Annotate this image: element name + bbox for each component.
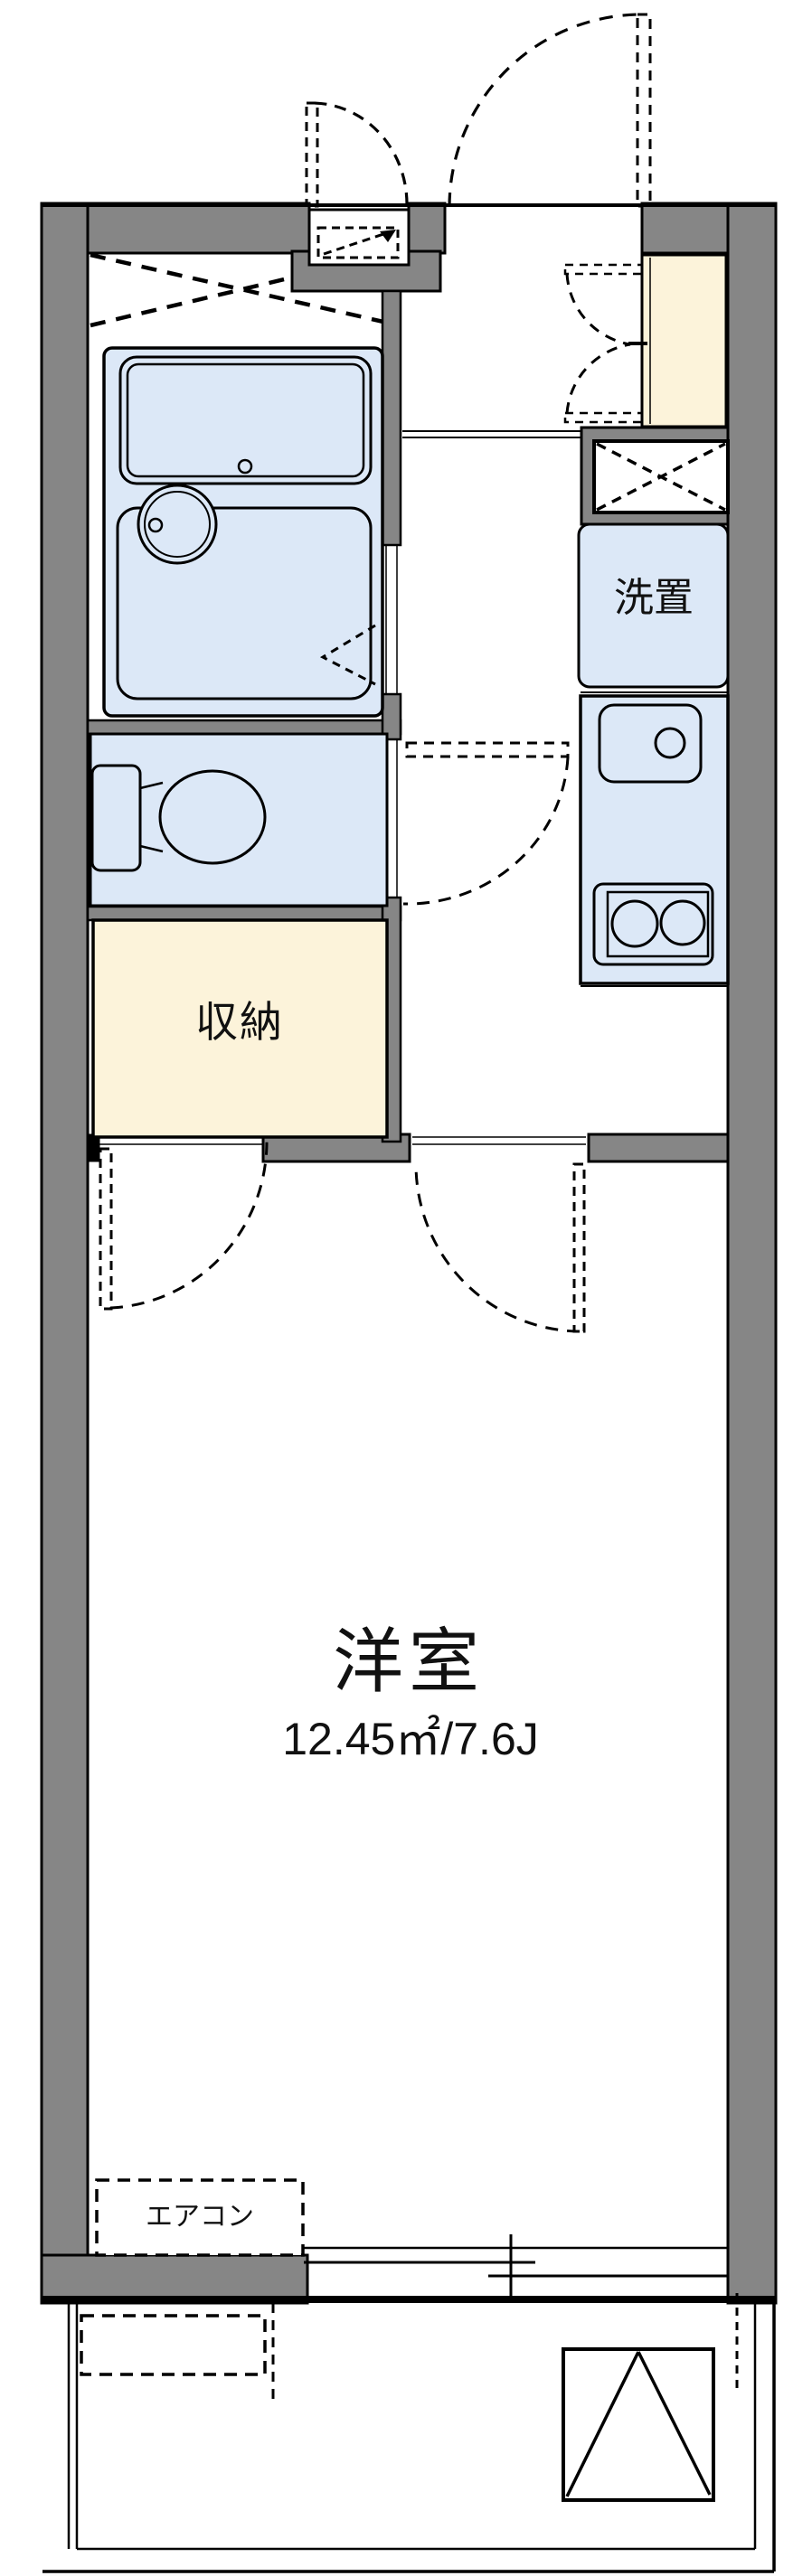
window-sill-line xyxy=(42,2296,776,2303)
genkan-step-line xyxy=(402,430,581,438)
room-door-arc xyxy=(414,1163,581,1333)
shower-floor xyxy=(116,506,373,700)
kitchen-counter xyxy=(579,691,730,987)
sliding-window xyxy=(304,2234,728,2296)
closet-door-leaf xyxy=(99,1147,113,1311)
refrigerator-space xyxy=(592,439,730,514)
meter-box-door xyxy=(305,101,409,208)
meter-box-duct xyxy=(316,226,400,259)
main-room-label: 洋室 xyxy=(332,1622,485,1701)
meter-box xyxy=(307,208,411,267)
main-room-area: 12.45㎡/7.6J xyxy=(282,1714,539,1764)
stove-burner-right xyxy=(659,899,706,946)
closet-door-arc xyxy=(109,1141,269,1310)
duct-arrow xyxy=(380,230,396,242)
bath-hall-wall-mid xyxy=(381,692,402,741)
toilet-door-arc xyxy=(402,757,570,906)
entrance-door-leaf xyxy=(636,13,652,208)
meter-box-door-leaf xyxy=(305,101,319,208)
aircon-label: エアコン xyxy=(146,2202,254,2232)
stove-burner-left xyxy=(610,899,659,948)
bath-toilet-wall xyxy=(86,719,402,736)
top-wall-mid xyxy=(407,202,447,255)
walls xyxy=(40,202,778,2305)
bathroom-folding-door xyxy=(319,624,376,686)
toilet-room xyxy=(89,732,389,907)
room-door-leaf xyxy=(572,1162,586,1333)
top-wall-outer-line xyxy=(42,203,776,207)
shoe-cabinet-doors xyxy=(563,263,647,424)
entrance-door xyxy=(448,13,652,208)
meter-box-door-arc xyxy=(311,101,409,205)
bath-hall-wall-upper xyxy=(381,289,402,547)
room-door xyxy=(414,1162,586,1333)
ac-outdoor-unit xyxy=(80,2314,267,2376)
shoe-cabinet-door-leaf-top xyxy=(563,263,644,276)
closet-door xyxy=(99,1141,269,1311)
kitchen-sink xyxy=(598,703,703,784)
washbasin-drain xyxy=(147,517,164,533)
storage-label: 収納 xyxy=(195,998,284,1046)
kitchen-faucet xyxy=(654,727,686,759)
entrance-door-arc xyxy=(448,13,645,207)
laundry-label: 洗置 xyxy=(614,576,694,620)
left-wall xyxy=(40,202,90,2305)
washbasin xyxy=(137,484,218,565)
bathtub-drain xyxy=(237,458,253,475)
kitchen-stove xyxy=(592,882,714,966)
overhead-hatch-x xyxy=(90,252,388,328)
toilet-bowl xyxy=(158,769,267,865)
storage-closet xyxy=(91,918,389,1139)
toilet-door xyxy=(402,741,570,906)
bathroom-unit xyxy=(102,346,384,718)
bathtub xyxy=(118,355,373,485)
balcony xyxy=(42,2293,776,2573)
laundry-space xyxy=(577,522,730,689)
right-wall xyxy=(726,202,778,2305)
toilet-closet-wall xyxy=(86,905,402,922)
toilet-tank xyxy=(90,764,142,872)
shoe-cabinet xyxy=(640,253,728,428)
toilet-door-leaf xyxy=(405,741,570,758)
aircon-box xyxy=(95,2178,305,2257)
evacuation-hatch xyxy=(562,2347,715,2502)
shoe-cabinet-door-leaf-bottom xyxy=(563,411,644,424)
hall-room-wall-right xyxy=(587,1133,730,1163)
